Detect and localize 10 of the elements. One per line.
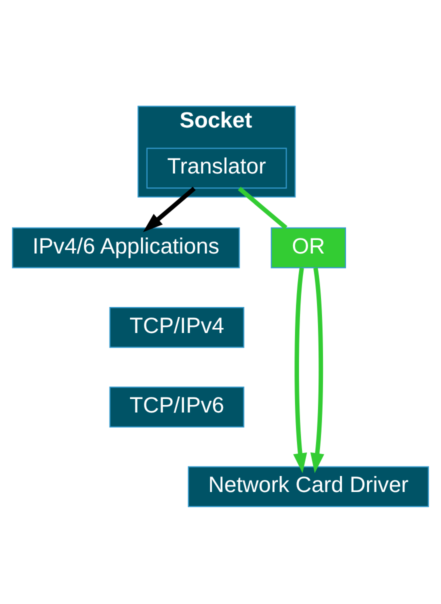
node-box: OR bbox=[270, 227, 346, 268]
arrow bbox=[293, 268, 308, 474]
connector bbox=[238, 186, 288, 230]
node-box: TCP/IPv4 bbox=[109, 306, 244, 348]
arrow bbox=[310, 268, 324, 474]
node-box: Translator bbox=[146, 148, 287, 189]
node-box: TCP/IPv6 bbox=[109, 386, 244, 428]
node-box: IPv4/6 Applications bbox=[12, 227, 240, 268]
node-box: Network Card Driver bbox=[188, 466, 429, 508]
arrow bbox=[143, 186, 196, 232]
